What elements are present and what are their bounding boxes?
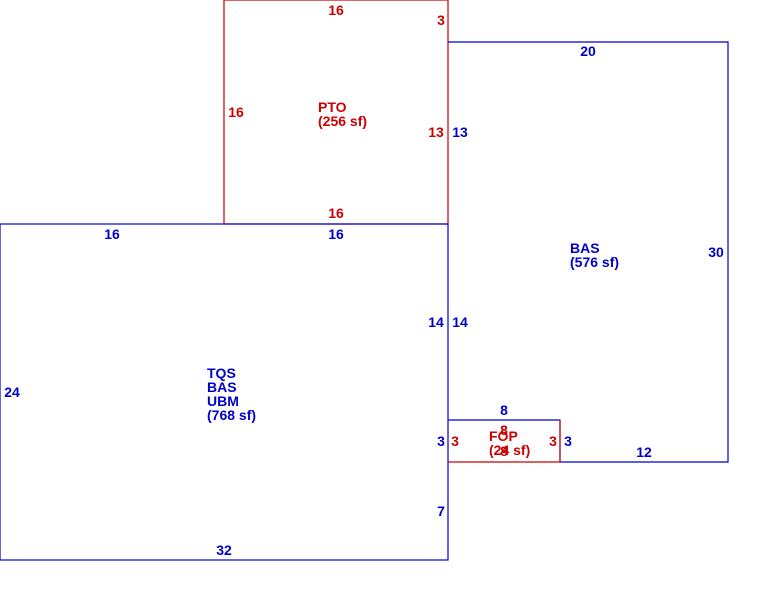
dim-fop-left: 3 — [451, 433, 459, 449]
dim-fop-bottom: 8 — [500, 443, 508, 459]
dim-main-left: 24 — [4, 384, 20, 400]
dim-main-right-mid: 3 — [437, 433, 445, 449]
main-block-outline — [0, 223, 449, 561]
dim-main-bottom: 32 — [216, 542, 232, 558]
main-block-line1: TQS — [207, 365, 236, 381]
dim-main-right-lower: 7 — [437, 503, 445, 519]
dim-fop-top-blue: 8 — [500, 402, 508, 418]
bas-outline — [448, 41, 729, 463]
dim-bas-left-lower: 14 — [452, 314, 468, 330]
dim-bas-left-upper: 13 — [452, 124, 468, 140]
dim-bas-top: 20 — [580, 43, 596, 59]
dim-pto-top: 16 — [328, 2, 344, 18]
dim-fop-right: 3 — [549, 433, 557, 449]
dim-pto-top-right: 3 — [437, 12, 445, 28]
dim-bas-right: 30 — [708, 244, 724, 260]
dim-pto-left: 16 — [228, 104, 244, 120]
dim-main-top-left: 16 — [104, 226, 120, 242]
dim-fop-top-red: 8 — [500, 422, 508, 438]
dim-main-right-upper: 14 — [428, 314, 444, 330]
fop-area: (24 sf) — [489, 442, 530, 458]
main-block-area: (768 sf) — [207, 407, 256, 423]
bas-name: BAS — [570, 240, 600, 256]
main-block-line2: BAS — [207, 379, 237, 395]
fop-name: FOP — [489, 428, 518, 444]
dim-bas-near-fop: 3 — [564, 433, 572, 449]
main-block-line3: UBM — [207, 393, 239, 409]
dim-bas-bottom: 12 — [636, 444, 652, 460]
fop-outline — [448, 420, 561, 463]
pto-area: (256 sf) — [318, 113, 367, 129]
pto-name: PTO — [318, 99, 347, 115]
dim-main-top-right: 16 — [328, 226, 344, 242]
bas-area: (576 sf) — [570, 254, 619, 270]
dim-pto-right: 13 — [428, 124, 444, 140]
dim-pto-bottom: 16 — [328, 205, 344, 221]
